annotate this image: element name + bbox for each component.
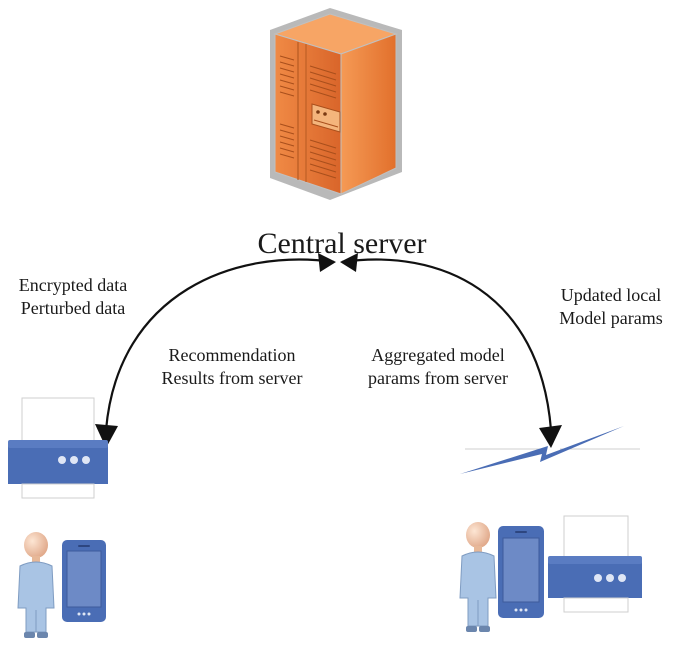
right-arrowhead-up [340,253,358,272]
left-exchange-arrow [95,253,336,448]
right-outer-label: Updated local Model params [559,285,663,329]
person-icon [17,532,55,638]
left-outer-label: Encrypted data Perturbed data [18,275,128,319]
wireless-signal-icon [460,426,640,474]
server-tower-icon [270,8,402,200]
central-server-label: Central server [257,227,427,260]
right-arrowhead-down [539,425,562,448]
left-inner-label: Recommendation Results from server [161,345,303,389]
left-arrowhead-up [318,253,336,272]
printer-icon [548,515,642,613]
person-icon [459,522,497,632]
right-exchange-arrow [340,253,562,448]
smartphone-icon [498,526,544,618]
left-arrowhead-down [95,424,118,448]
right-inner-label: Aggregated model params from server [368,345,508,389]
printer-icon [8,397,108,499]
smartphone-icon [62,540,106,622]
